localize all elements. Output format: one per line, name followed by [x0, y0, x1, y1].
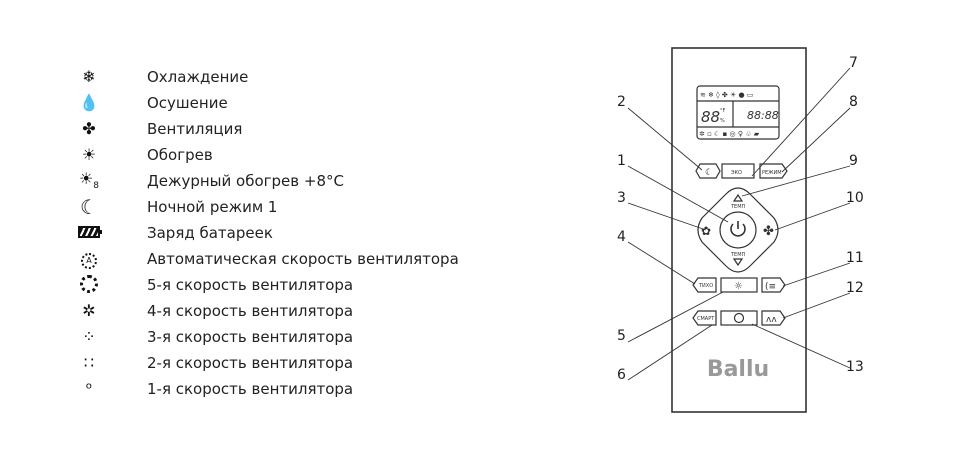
lcd-bottom-icons: ✲ ▫ ☾ ▪ ◎ ♀ ♧ ▰ [699, 130, 760, 138]
swing-icon: (≡ [765, 282, 776, 292]
battery-icon [74, 225, 104, 241]
callout-5: 5 [617, 328, 626, 344]
snowflake-icon: ❄ [82, 67, 96, 86]
callout-13: 13 [846, 359, 864, 375]
fan-speed-5-icon [74, 274, 104, 296]
legend-item: 5-я скорость вентилятора [74, 272, 494, 298]
fan-speed-icon: ✿ [701, 224, 711, 238]
lcd-temperature: 88 [701, 108, 720, 126]
sun-icon: ☀ [81, 145, 97, 164]
power-button[interactable] [719, 211, 757, 249]
legend-item: 💧Осушение [74, 90, 494, 116]
callout-11: 11 [846, 250, 864, 266]
eco-button[interactable] [721, 163, 755, 179]
legend-item: ✲4-я скорость вентилятора [74, 298, 494, 324]
fan-speed-3-icon: ⁘ [82, 327, 96, 346]
moon-icon: ☾ [705, 168, 713, 178]
callout-8: 8 [849, 94, 858, 110]
legend-item: ☀Обогрев [74, 142, 494, 168]
callout-7: 7 [849, 55, 858, 71]
callout-1: 1 [617, 153, 626, 169]
legend-item: ∷2-я скорость вентилятора [74, 350, 494, 376]
lcd-unit-humidity: % [720, 118, 725, 124]
callout-2: 2 [617, 94, 626, 110]
quiet-button[interactable] [692, 277, 717, 293]
light-icon: ☼ [734, 281, 743, 292]
callout-numbers: 1 2 3 4 5 6 7 8 9 10 11 12 13 [617, 55, 864, 383]
smart-button[interactable] [692, 310, 717, 326]
fan-speed-1-icon: ᵒ [85, 379, 93, 398]
fan-icon: ✤ [82, 119, 96, 138]
lcd-unit: °F [720, 108, 726, 114]
temperature-pad[interactable] [697, 187, 779, 273]
power-icon [730, 221, 746, 237]
mode-label: РЕЖИМ [762, 170, 782, 176]
lcd-screen [696, 85, 780, 140]
temp-down-label: ТЕМП [730, 252, 746, 258]
clock-icon [733, 312, 745, 324]
legend-item: ☾Ночной режим 1 [74, 194, 494, 220]
night-mode-button[interactable] [695, 163, 721, 179]
fan-speed-4-icon: ✲ [82, 301, 96, 320]
smart-label: СМАРТ [697, 316, 715, 322]
callout-3: 3 [617, 190, 626, 206]
callout-6: 6 [617, 367, 626, 383]
legend-item: ✤Вентиляция [74, 116, 494, 142]
callout-10: 10 [846, 190, 864, 206]
callout-9: 9 [849, 153, 858, 169]
quiet-label: ТИХО [698, 283, 713, 289]
heat-icon: ʌʌ [766, 315, 777, 325]
legend-item: ⁘3-я скорость вентилятора [74, 324, 494, 350]
light-button[interactable] [720, 277, 758, 293]
swing-button[interactable] [761, 277, 786, 293]
lcd-time: 88:88 [747, 109, 779, 122]
drops-icon: 💧 [79, 93, 99, 112]
eco-label: ЭКО [731, 170, 742, 176]
heat-button[interactable] [761, 310, 786, 326]
temp-up-button[interactable] [732, 193, 744, 202]
sun-8-icon: ☀8 [78, 168, 100, 192]
mode-button[interactable] [759, 163, 788, 179]
fan-auto-icon: A [74, 250, 104, 269]
legend-item: Заряд батареек [74, 220, 494, 246]
lcd-top-icons: ≋ ❄ ◊ ✤ ☀ ● ▭ [700, 91, 753, 99]
remote-body [671, 47, 807, 413]
leader-lines [627, 67, 851, 381]
temp-up-label: ТЕМП [730, 204, 746, 210]
callout-12: 12 [846, 280, 864, 296]
callout-4: 4 [617, 229, 626, 245]
brand-logo: Ballu [707, 357, 769, 382]
legend-item: ❄Охлаждение [74, 64, 494, 90]
temp-down-button[interactable] [732, 258, 744, 267]
moon-icon: ☾ [80, 195, 98, 219]
fan-icon: ✤ [763, 224, 774, 239]
fan-speed-2-icon: ∷ [83, 353, 95, 372]
timer-button[interactable] [720, 310, 758, 326]
